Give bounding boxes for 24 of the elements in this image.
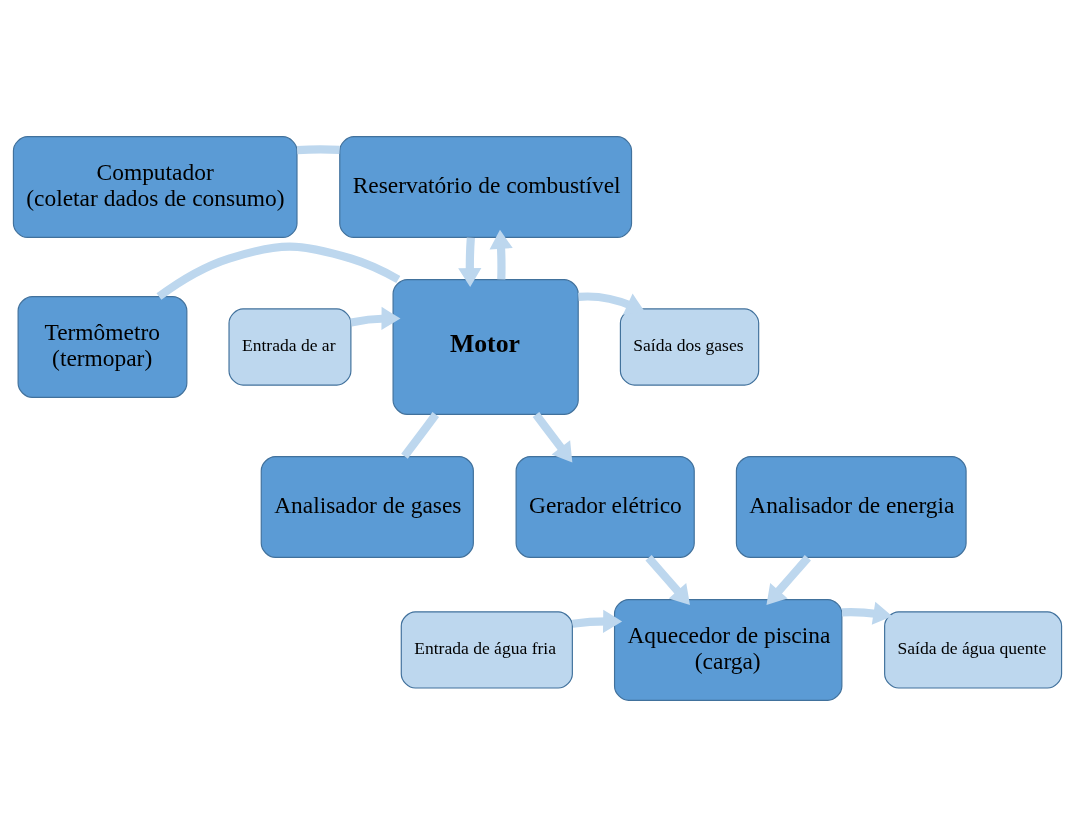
node-box: Computador (coletar dados de consumo)	[12, 135, 298, 238]
arrow	[645, 554, 690, 605]
node-box: Termômetro (termopar)	[17, 295, 188, 398]
arrow	[350, 306, 401, 330]
node-box: Entrada de água fria	[400, 610, 573, 689]
node-box: Saída de água quente	[884, 610, 1063, 689]
arrow	[572, 609, 623, 633]
arrow	[578, 291, 646, 315]
connector	[156, 242, 401, 300]
node-box: Motor	[392, 278, 579, 415]
arrow	[458, 236, 482, 287]
node-box: Saída dos gases	[619, 307, 760, 386]
connector	[401, 411, 440, 459]
node-box: Analisador de gases	[260, 455, 474, 558]
node-box: Gerador elétrico	[515, 455, 695, 558]
node-box: Analisador de energia	[735, 455, 967, 558]
arrow	[766, 554, 811, 605]
arrow	[841, 601, 893, 625]
node-box: Entrada de ar	[228, 307, 352, 386]
connector	[296, 144, 340, 154]
arrow	[532, 411, 573, 462]
node-box: Reservatório de combustível	[339, 135, 633, 238]
node-box: Aquecedor de piscina (carga)	[613, 598, 843, 701]
arrow	[489, 229, 513, 279]
